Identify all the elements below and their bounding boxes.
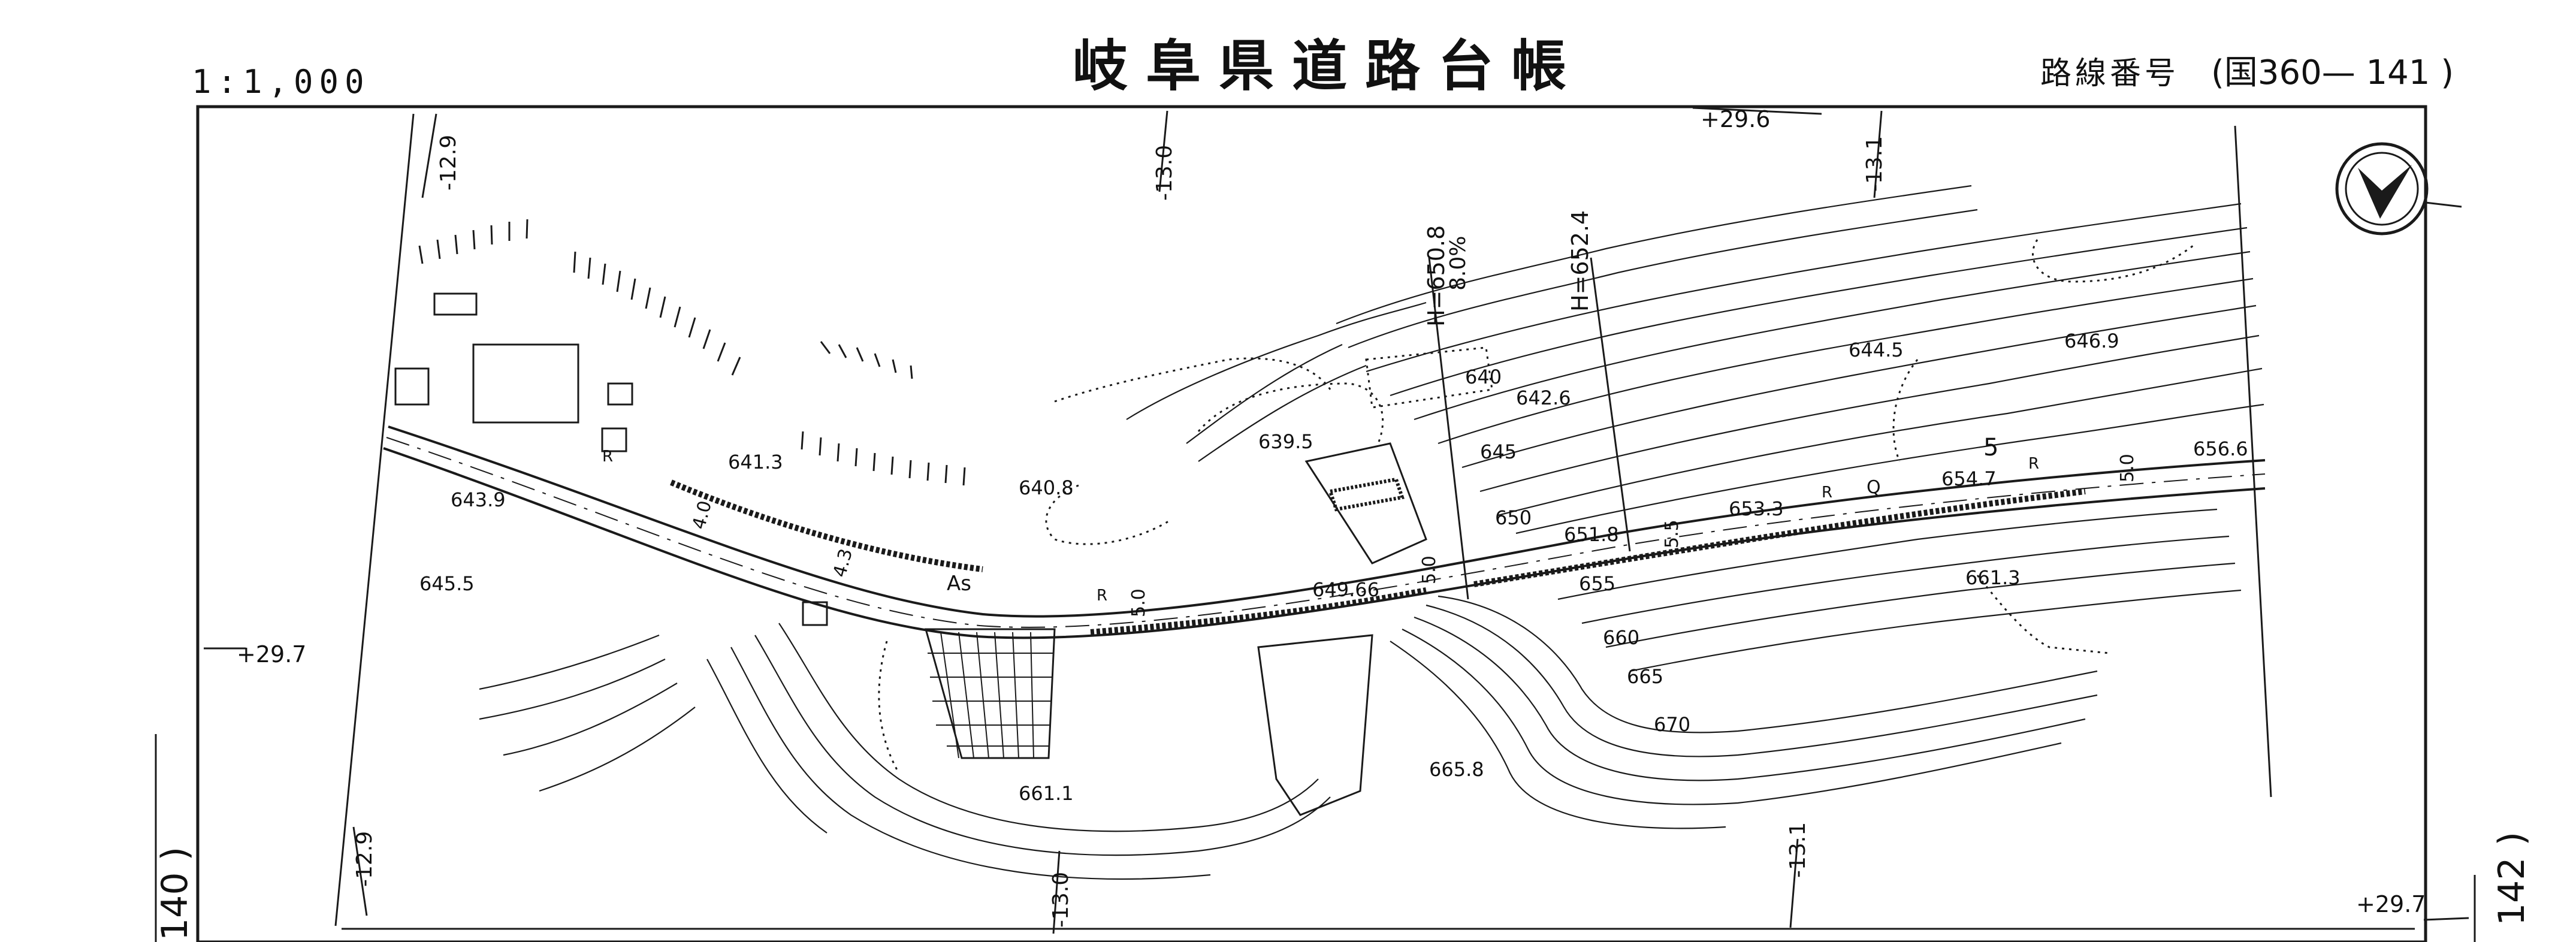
elevation-654-7: 654.7	[1941, 467, 1997, 490]
grid-tick-bottom-mid: -13.0	[1049, 872, 1073, 928]
elevation-646-9: 646.9	[2064, 330, 2119, 352]
north-arrow-icon	[2335, 142, 2429, 236]
elevation-661-1: 661.1	[1019, 782, 1074, 805]
contour-label-665: 665	[1627, 665, 1663, 688]
road-width-5-0-a: 5.0	[1128, 588, 1149, 617]
section-height-1: H=650.8	[1423, 225, 1449, 327]
section-grade-1: 8.0%	[1446, 236, 1470, 291]
road-mark-5: 5	[1983, 434, 1998, 461]
road-mark-r-1: R	[602, 448, 613, 466]
elevation-643-9: 643.9	[451, 488, 506, 511]
road-width-5-5: 5.5	[1662, 520, 1683, 548]
grid-tick-top-right: -13.1	[1862, 136, 1887, 192]
adjacent-sheet-right: 142 )	[2491, 832, 2533, 926]
contour-label-640: 640	[1465, 366, 1502, 388]
road-width-5-0-c: 5.0	[2117, 454, 2138, 482]
adjacent-sheet-left: 140 )	[154, 847, 196, 941]
contour-label-670: 670	[1654, 713, 1690, 736]
dotted-boundaries	[878, 239, 2194, 774]
section-lines	[1428, 257, 1631, 600]
road-mark-r-4: R	[2028, 455, 2039, 473]
contour-label-655: 655	[1579, 572, 1615, 595]
contour-label-650: 650	[1495, 506, 1532, 529]
elevation-661-3: 661.3	[1965, 566, 2021, 589]
map-title: 岐阜県道路台帳	[1073, 34, 1584, 98]
elevation-642-6: 642.6	[1516, 387, 1571, 409]
section-height-2: H=652.4	[1567, 210, 1593, 312]
grid-tick-bottom-left: -12.9	[352, 831, 377, 887]
route-number-label: 路線番号	[2040, 56, 2179, 92]
road-route-360	[383, 425, 2266, 639]
road-mark-q: Q	[1867, 477, 1881, 498]
grid-offset-left: +29.7	[237, 641, 306, 668]
elevation-641-3: 641.3	[728, 451, 783, 473]
map-scale: 1:1,000	[192, 63, 370, 101]
elevation-651-8: 651.8	[1564, 523, 1619, 546]
elevation-644-5: 644.5	[1849, 339, 1904, 361]
road-width-5-0-b: 5.0	[1419, 555, 1440, 584]
contour-lines	[1126, 185, 2264, 535]
elevation-656-6: 656.6	[2193, 437, 2248, 460]
grid-tick-top-mid: -13.0	[1152, 145, 1177, 201]
slope-hatching	[418, 219, 966, 486]
grid-offset-right: +29.7	[2356, 891, 2426, 917]
grid-hatch-structure	[928, 632, 1053, 759]
structures	[394, 292, 1427, 816]
surface-asphalt-mark: As	[947, 572, 971, 596]
contour-label-660: 660	[1603, 626, 1639, 649]
elevation-653-3: 653.3	[1729, 497, 1784, 520]
road-mark-r-2: R	[1097, 587, 1107, 605]
road-mark-r-3: R	[1822, 484, 1832, 502]
route-number-value: (国360— 141 )	[2211, 53, 2454, 92]
grid-offset-top: +29.6	[1701, 106, 1770, 132]
contour-lines-south	[479, 508, 2242, 880]
elevation-665-8: 665.8	[1429, 758, 1484, 781]
elevation-640-8: 640.8	[1019, 476, 1074, 499]
grid-tick-bottom-right: -13.1	[1786, 822, 1810, 878]
map-frame	[196, 105, 2427, 942]
grid-ticks	[204, 107, 2469, 934]
elevation-645-5: 645.5	[419, 572, 475, 595]
grid-tick-top-left: -12.9	[436, 135, 461, 191]
elevation-649-66: 649.66	[1312, 578, 1379, 601]
elevation-639-5: 639.5	[1258, 430, 1313, 453]
contour-label-645: 645	[1480, 440, 1517, 463]
